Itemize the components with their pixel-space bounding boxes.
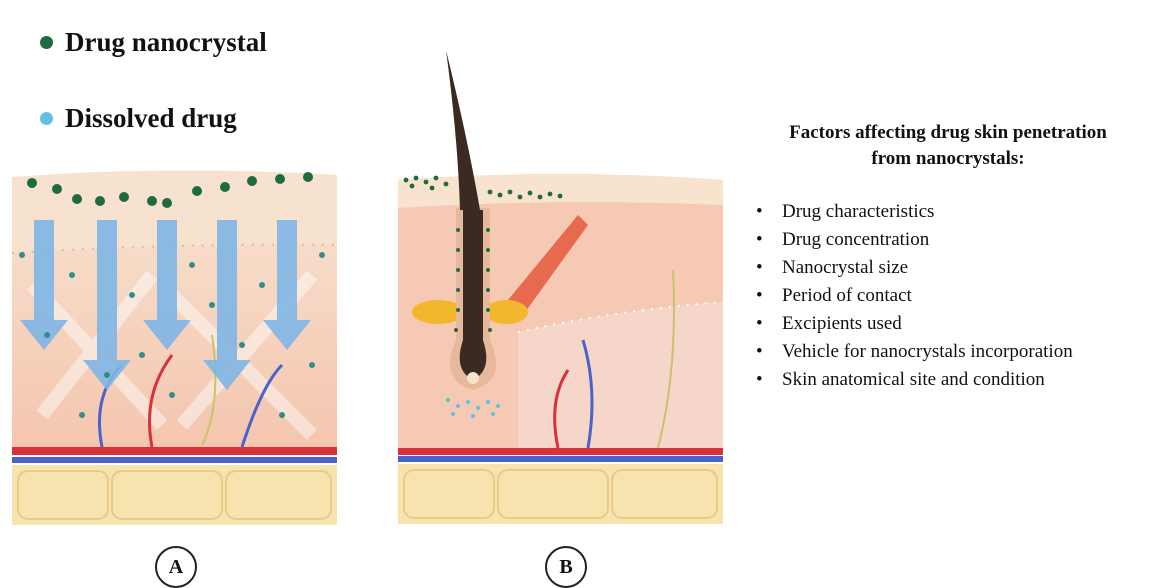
- legend-item-dissolved: Dissolved drug: [40, 98, 267, 138]
- factors-box: Factors affecting drug skin penetration …: [748, 120, 1148, 394]
- factors-title-line: Factors affecting drug skin penetration: [748, 120, 1148, 146]
- skin-section-a: [12, 165, 337, 530]
- artery: [12, 447, 337, 455]
- panel-a-illustration: [12, 165, 337, 534]
- vein: [12, 457, 337, 463]
- factor-item: Skin anatomical site and condition: [756, 366, 1148, 394]
- nanocrystal-icon: [40, 36, 53, 49]
- factor-item: Period of contact: [756, 282, 1148, 310]
- factors-title-line: from nanocrystals:: [748, 146, 1148, 172]
- artery: [398, 448, 723, 455]
- factor-item: Excipients used: [756, 310, 1148, 338]
- vein: [398, 456, 723, 462]
- panel-label-b: B: [545, 546, 587, 588]
- factor-item: Vehicle for nanocrystals incorporation: [756, 338, 1148, 366]
- panel-b-illustration: [398, 40, 723, 534]
- legend-label: Drug nanocrystal: [65, 27, 267, 58]
- factor-item: Drug characteristics: [756, 198, 1148, 226]
- fat-layer: [398, 464, 723, 524]
- factors-list: Drug characteristics Drug concentration …: [748, 198, 1148, 394]
- dissolved-drug-icon: [40, 112, 53, 125]
- legend-item-nanocrystal: Drug nanocrystal: [40, 22, 267, 62]
- factor-item: Nanocrystal size: [756, 254, 1148, 282]
- factor-item: Drug concentration: [756, 226, 1148, 254]
- legend-label: Dissolved drug: [65, 103, 237, 134]
- legend: Drug nanocrystal Dissolved drug: [40, 22, 267, 174]
- fat-layer: [12, 465, 337, 525]
- skin-section-b: [398, 40, 723, 530]
- panel-label-a: A: [155, 546, 197, 588]
- factors-title: Factors affecting drug skin penetration …: [748, 120, 1148, 172]
